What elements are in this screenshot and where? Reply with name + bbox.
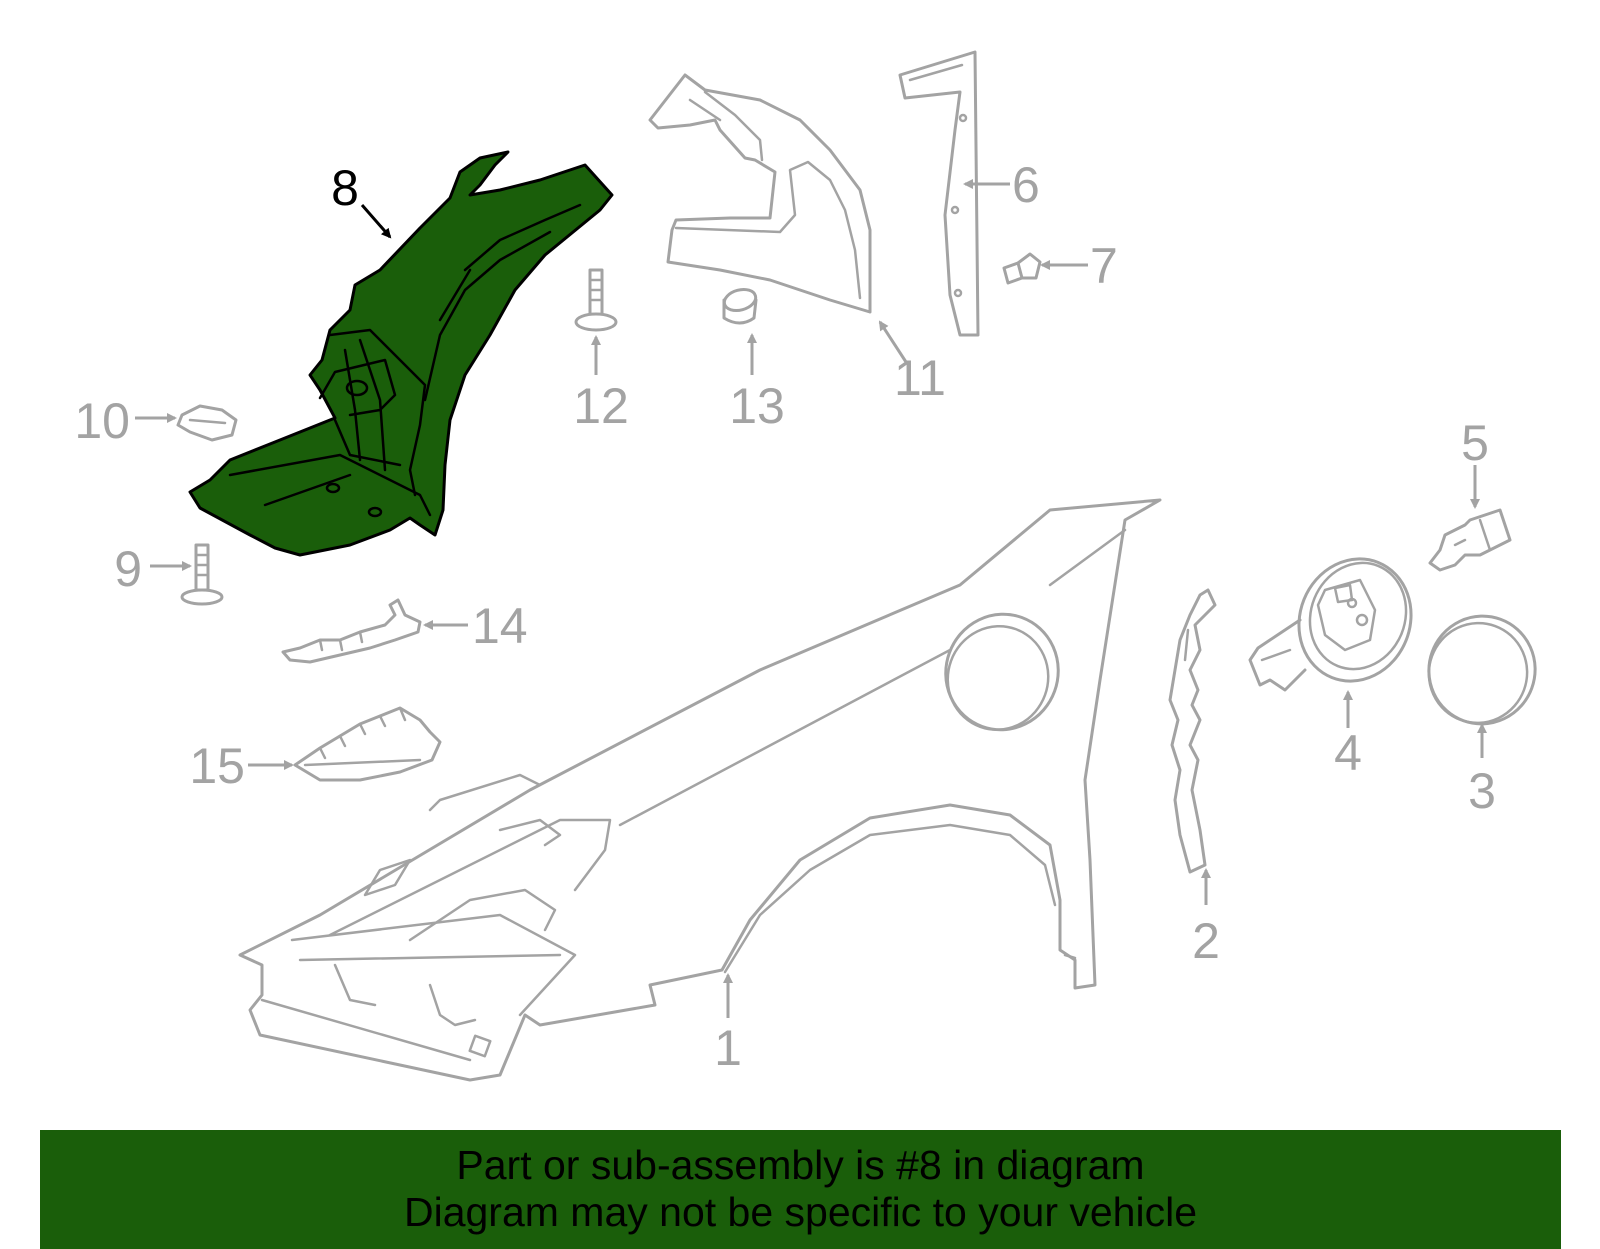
part-10-clip[interactable] bbox=[176, 404, 238, 442]
part-2-seal[interactable] bbox=[1168, 588, 1217, 874]
part-7-screw[interactable] bbox=[1002, 252, 1042, 285]
part-1-fender[interactable] bbox=[238, 498, 1162, 1082]
callout-11[interactable]: 11 bbox=[894, 350, 946, 406]
callout-6[interactable]: 6 bbox=[1012, 157, 1040, 213]
callout-3[interactable]: 3 bbox=[1468, 763, 1496, 819]
part-3-fuel-door[interactable] bbox=[1414, 601, 1551, 739]
callout-15[interactable]: 15 bbox=[189, 738, 245, 794]
callout-14[interactable]: 14 bbox=[472, 598, 528, 654]
callout-12[interactable]: 12 bbox=[573, 378, 629, 434]
arrow-11 bbox=[878, 320, 908, 363]
part-14-bracket[interactable] bbox=[281, 598, 422, 664]
part-8-fender-liner[interactable] bbox=[188, 150, 614, 557]
info-banner: Part or sub-assembly is #8 in diagram Di… bbox=[40, 1130, 1561, 1249]
part-15-bracket[interactable] bbox=[293, 706, 442, 782]
callout-8[interactable]: 8 bbox=[331, 160, 359, 216]
arrow-8 bbox=[360, 204, 392, 239]
callout-arrows bbox=[135, 179, 1487, 1018]
callout-10[interactable]: 10 bbox=[74, 393, 130, 449]
banner-line-disclaimer: Diagram may not be specific to your vehi… bbox=[403, 1189, 1197, 1235]
callout-1[interactable]: 1 bbox=[714, 1020, 742, 1076]
callout-4[interactable]: 4 bbox=[1334, 725, 1362, 781]
callout-2[interactable]: 2 bbox=[1192, 913, 1220, 969]
part-4-fuel-housing[interactable] bbox=[1248, 542, 1429, 698]
callout-labels: 1 2 3 4 5 6 7 8 9 10 11 12 13 14 15 bbox=[74, 157, 1496, 1076]
callout-5[interactable]: 5 bbox=[1461, 415, 1489, 471]
part-11-shield[interactable] bbox=[648, 73, 872, 314]
callout-7[interactable]: 7 bbox=[1090, 238, 1118, 294]
part-12-stud[interactable] bbox=[574, 268, 618, 332]
callout-13[interactable]: 13 bbox=[729, 378, 785, 434]
part-5-actuator[interactable] bbox=[1428, 508, 1512, 572]
part-9-push-pin[interactable] bbox=[180, 543, 224, 606]
banner-line-part: Part or sub-assembly is #8 in diagram bbox=[456, 1142, 1145, 1188]
part-6-bracket[interactable] bbox=[898, 50, 980, 337]
callout-9[interactable]: 9 bbox=[114, 541, 142, 597]
part-13-bushing[interactable] bbox=[722, 286, 758, 325]
